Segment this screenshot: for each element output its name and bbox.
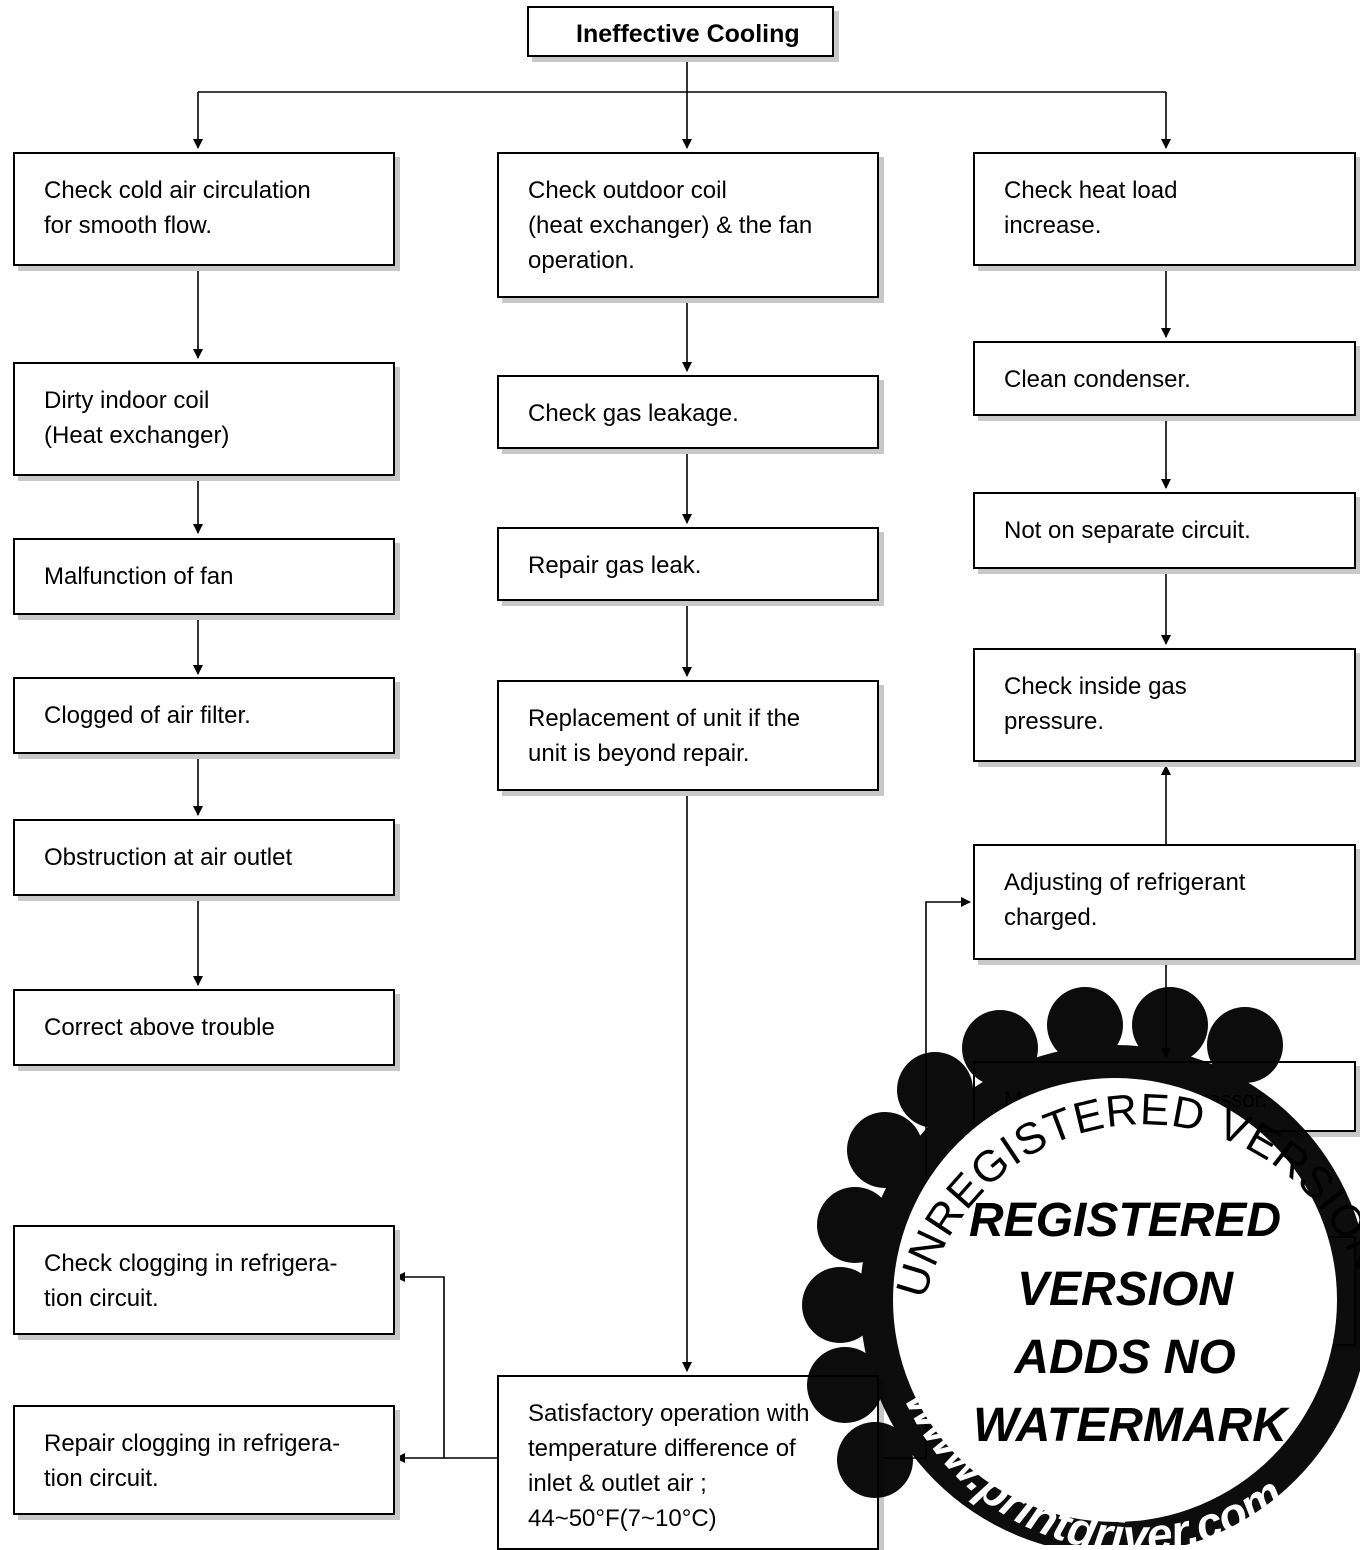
repair-clogging-text: Repair clogging in refrigera- tion circu…: [44, 1430, 341, 1492]
left-step-6-box: Correct above trouble: [13, 989, 395, 1066]
right-step-4-box: Check inside gas pressure.: [973, 648, 1356, 762]
right-step-6-box: Malfunction of compressor.: [973, 1061, 1356, 1132]
arrow-loop-to-adjusting: [878, 897, 971, 1459]
left-step-3-text: Malfunction of fan: [44, 563, 234, 590]
middle-step-5-box: Satisfactory operation with temperature …: [497, 1375, 879, 1550]
left-step-4-text: Clogged of air filter.: [44, 702, 251, 729]
left-step-1-text: Check cold air circulation for smooth fl…: [44, 177, 311, 239]
middle-step-2-box: Check gas leakage.: [497, 375, 879, 449]
left-step-5-box: Obstruction at air outlet: [13, 819, 395, 896]
right-step-7-text: Replacement of compressor.: [1004, 1259, 1159, 1314]
arrow-to-check-clogging: [395, 1272, 445, 1458]
right-step-6-text: Malfunction of compressor.: [1004, 1087, 1267, 1112]
right-step-1-box: Check heat load increase.: [973, 152, 1356, 266]
right-step-4-text: Check inside gas pressure.: [1004, 673, 1187, 735]
left-step-2-text: Dirty indoor coil (Heat exchanger): [44, 387, 230, 449]
right-step-3-box: Not on separate circuit.: [973, 492, 1356, 569]
right-step-2-text: Clean condenser.: [1004, 366, 1191, 393]
left-step-6-text: Correct above trouble: [44, 1014, 275, 1041]
middle-step-1-text: Check outdoor coil (heat exchanger) & th…: [528, 177, 813, 274]
right-step-7-box: Replacement of compressor.: [973, 1236, 1356, 1346]
check-clogging-text: Check clogging in refrigera- tion circui…: [44, 1250, 338, 1312]
left-step-1-box: Check cold air circulation for smooth fl…: [13, 152, 395, 266]
title-text: Ineffective Cooling: [576, 20, 800, 48]
title-box: Ineffective Cooling: [527, 6, 834, 57]
right-step-5-text: Adjusting of refrigerant charged.: [1004, 869, 1246, 931]
middle-step-2-text: Check gas leakage.: [528, 400, 739, 427]
left-step-3-box: Malfunction of fan: [13, 538, 395, 615]
right-step-2-box: Clean condenser.: [973, 341, 1356, 416]
right-step-3-text: Not on separate circuit.: [1004, 517, 1251, 544]
middle-step-3-text: Repair gas leak.: [528, 552, 702, 579]
middle-step-4-box: Replacement of unit if the unit is beyon…: [497, 680, 879, 791]
middle-step-1-box: Check outdoor coil (heat exchanger) & th…: [497, 152, 879, 298]
middle-step-5-text: Satisfactory operation with temperature …: [528, 1400, 810, 1532]
connector-title-to-branches: [198, 56, 1166, 93]
left-step-2-box: Dirty indoor coil (Heat exchanger): [13, 362, 395, 476]
repair-clogging-box: Repair clogging in refrigera- tion circu…: [13, 1405, 395, 1515]
check-clogging-box: Check clogging in refrigera- tion circui…: [13, 1225, 395, 1335]
middle-step-4-text: Replacement of unit if the unit is beyon…: [528, 705, 801, 767]
middle-step-3-box: Repair gas leak.: [497, 527, 879, 601]
left-step-4-box: Clogged of air filter.: [13, 677, 395, 754]
left-step-5-text: Obstruction at air outlet: [44, 844, 293, 871]
right-step-1-text: Check heat load increase.: [1004, 177, 1178, 239]
right-step-5-box: Adjusting of refrigerant charged.: [973, 844, 1356, 960]
